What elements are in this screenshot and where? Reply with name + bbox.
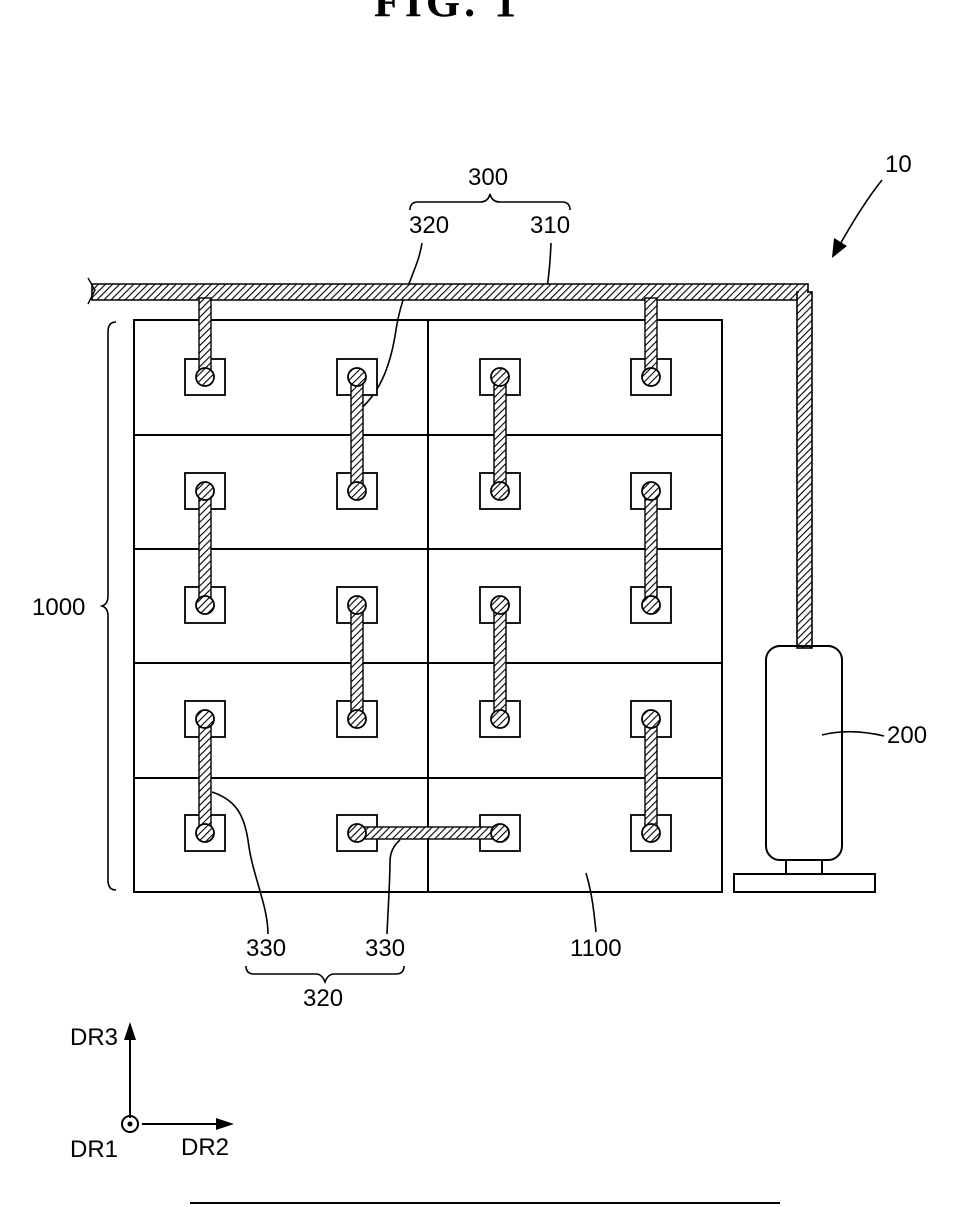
label-320-top: 320 <box>409 212 449 239</box>
terminal-joint <box>491 824 509 842</box>
terminal-joint <box>196 824 214 842</box>
brace-1000 <box>102 322 116 890</box>
brace-300 <box>410 194 570 210</box>
terminal-joint <box>491 482 509 500</box>
leader-200 <box>822 732 884 736</box>
terminal-joint <box>348 596 366 614</box>
terminal-joint <box>642 482 660 500</box>
connector-330 <box>351 605 363 719</box>
terminal-joint <box>348 824 366 842</box>
brace-320-bottom <box>246 966 404 982</box>
leader-330-mid <box>387 840 400 934</box>
label-330-mid: 330 <box>365 935 405 962</box>
terminal-joint <box>642 710 660 728</box>
leader-10 <box>838 180 882 248</box>
axis-dr2-arrowhead <box>216 1118 234 1130</box>
connector-330 <box>199 719 211 833</box>
axis-dr1-label: DR1 <box>70 1136 118 1163</box>
label-200: 200 <box>887 722 927 749</box>
leader-310 <box>547 243 551 288</box>
figure-title: FIG. 1 <box>374 0 520 26</box>
terminal-joint <box>642 368 660 386</box>
terminal-joint <box>348 710 366 728</box>
connector-330 <box>494 605 506 719</box>
pump-base <box>734 874 875 892</box>
label-320-bottom: 320 <box>303 985 343 1012</box>
connector-330 <box>199 491 211 605</box>
terminal-joint <box>642 824 660 842</box>
branch-pipe <box>199 298 211 377</box>
label-330-left: 330 <box>246 935 286 962</box>
terminal-joint <box>491 368 509 386</box>
axis-dr1-dot <box>128 1122 133 1127</box>
pump-body <box>766 646 842 860</box>
leader-10-arrowhead <box>832 238 847 258</box>
terminal-joint <box>196 710 214 728</box>
axis-dr2-label: DR2 <box>181 1134 229 1161</box>
label-310: 310 <box>530 212 570 239</box>
connector-330-horizontal <box>357 827 500 839</box>
label-1000: 1000 <box>32 594 85 621</box>
pump-neck <box>786 860 822 874</box>
label-10: 10 <box>885 151 912 178</box>
terminal-joint <box>491 596 509 614</box>
label-1100: 1100 <box>570 935 622 962</box>
leader-330-left <box>212 792 268 934</box>
connector-330 <box>351 377 363 491</box>
terminal-joint <box>348 482 366 500</box>
axis-dr3-arrowhead <box>124 1022 136 1040</box>
terminal-joint <box>196 368 214 386</box>
terminal-joint <box>196 482 214 500</box>
terminal-joint <box>491 710 509 728</box>
terminal-joint <box>196 596 214 614</box>
connector-330 <box>645 491 657 605</box>
leader-1100 <box>586 873 596 932</box>
branch-pipe <box>645 298 657 377</box>
connector-330 <box>494 377 506 491</box>
terminal-joint <box>642 596 660 614</box>
connector-330 <box>645 719 657 833</box>
axis-dr3-label: DR3 <box>70 1024 118 1051</box>
terminal-joint <box>348 368 366 386</box>
label-300: 300 <box>468 164 508 191</box>
